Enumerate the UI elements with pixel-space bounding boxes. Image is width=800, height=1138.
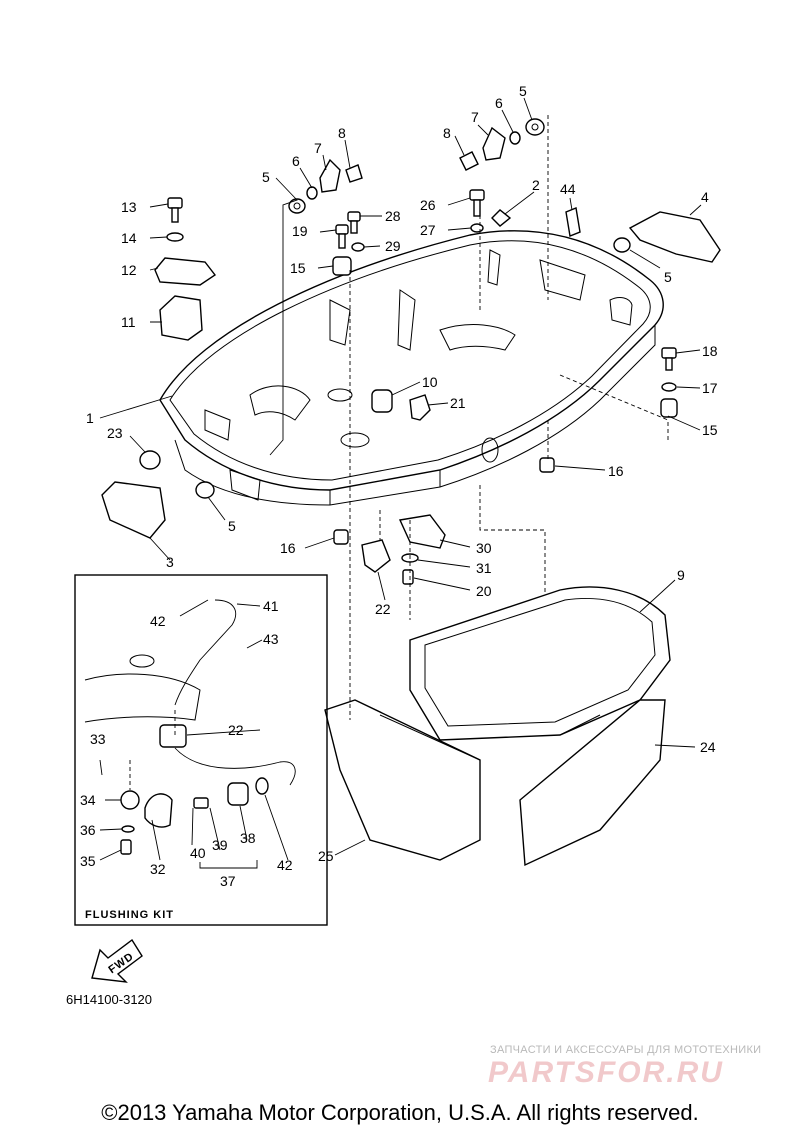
callout-4: 4 <box>701 189 709 205</box>
callout-7: 7 <box>471 109 479 125</box>
watermark-tagline: ЗАПЧАСТИ И АКСЕССУАРЫ ДЛЯ МОТОТЕХНИКИ <box>490 1044 762 1056</box>
callout-1: 1 <box>86 410 94 426</box>
callout-37: 37 <box>220 873 236 889</box>
flushing-kit-box <box>74 574 328 926</box>
callout-12: 12 <box>121 262 137 278</box>
callout-34: 34 <box>80 792 96 808</box>
callout-2: 2 <box>532 177 540 193</box>
callout-5: 5 <box>664 269 672 285</box>
small-parts <box>101 118 721 585</box>
callout-41: 41 <box>263 598 279 614</box>
watermark-logo: PARTSFOR.RU <box>488 1056 724 1089</box>
callout-22: 22 <box>228 722 244 738</box>
callout-10: 10 <box>422 374 438 390</box>
callout-5: 5 <box>228 518 236 534</box>
callout-44: 44 <box>560 181 576 197</box>
callout-11: 11 <box>121 314 136 330</box>
callout-39: 39 <box>212 837 228 853</box>
fwd-arrow: FWD <box>91 938 143 983</box>
apron-covers <box>324 586 671 867</box>
assembly-lines <box>129 115 669 790</box>
callout-25: 25 <box>318 848 334 864</box>
callout-5: 5 <box>519 83 527 99</box>
callout-26: 26 <box>420 197 436 213</box>
callout-15: 15 <box>702 422 718 438</box>
callout-17: 17 <box>702 380 718 396</box>
callout-32: 32 <box>150 861 166 877</box>
callout-30: 30 <box>476 540 492 556</box>
callout-14: 14 <box>121 230 137 246</box>
callout-38: 38 <box>240 830 256 846</box>
callout-8: 8 <box>443 125 451 141</box>
flushing-kit-label: FLUSHING KIT <box>85 909 174 921</box>
callout-9: 9 <box>677 567 685 583</box>
callout-33: 33 <box>90 731 106 747</box>
callout-6: 6 <box>292 153 300 169</box>
callout-5: 5 <box>262 169 270 185</box>
callout-13: 13 <box>121 199 137 215</box>
callout-labels: 5 6 7 8 8 7 6 5 13 14 12 11 19 28 29 15 … <box>80 83 718 889</box>
callout-43: 43 <box>263 631 279 647</box>
callout-15: 15 <box>290 260 306 276</box>
callout-3: 3 <box>166 554 174 570</box>
bottom-cowling <box>159 230 664 506</box>
callout-29: 29 <box>385 238 401 254</box>
callout-24: 24 <box>700 739 716 755</box>
callout-20: 20 <box>476 583 492 599</box>
callout-23: 23 <box>107 425 123 441</box>
callout-7: 7 <box>314 140 322 156</box>
callout-21: 21 <box>450 395 466 411</box>
callout-27: 27 <box>420 222 436 238</box>
callout-6: 6 <box>495 95 503 111</box>
callout-40: 40 <box>190 845 206 861</box>
callout-36: 36 <box>80 822 96 838</box>
callout-28: 28 <box>385 208 401 224</box>
callout-42: 42 <box>150 613 166 629</box>
callout-19: 19 <box>292 223 308 239</box>
leader-lines <box>99 97 702 869</box>
copyright-notice: ©2013 Yamaha Motor Corporation, U.S.A. A… <box>101 1100 699 1125</box>
callout-16: 16 <box>280 540 296 556</box>
callout-35: 35 <box>80 853 96 869</box>
callout-31: 31 <box>476 560 492 576</box>
diagram-code: 6H14100-3120 <box>66 992 152 1007</box>
callout-42: 42 <box>277 857 293 873</box>
callout-22: 22 <box>375 601 391 617</box>
callout-16: 16 <box>608 463 624 479</box>
callout-18: 18 <box>702 343 718 359</box>
callout-8: 8 <box>338 125 346 141</box>
